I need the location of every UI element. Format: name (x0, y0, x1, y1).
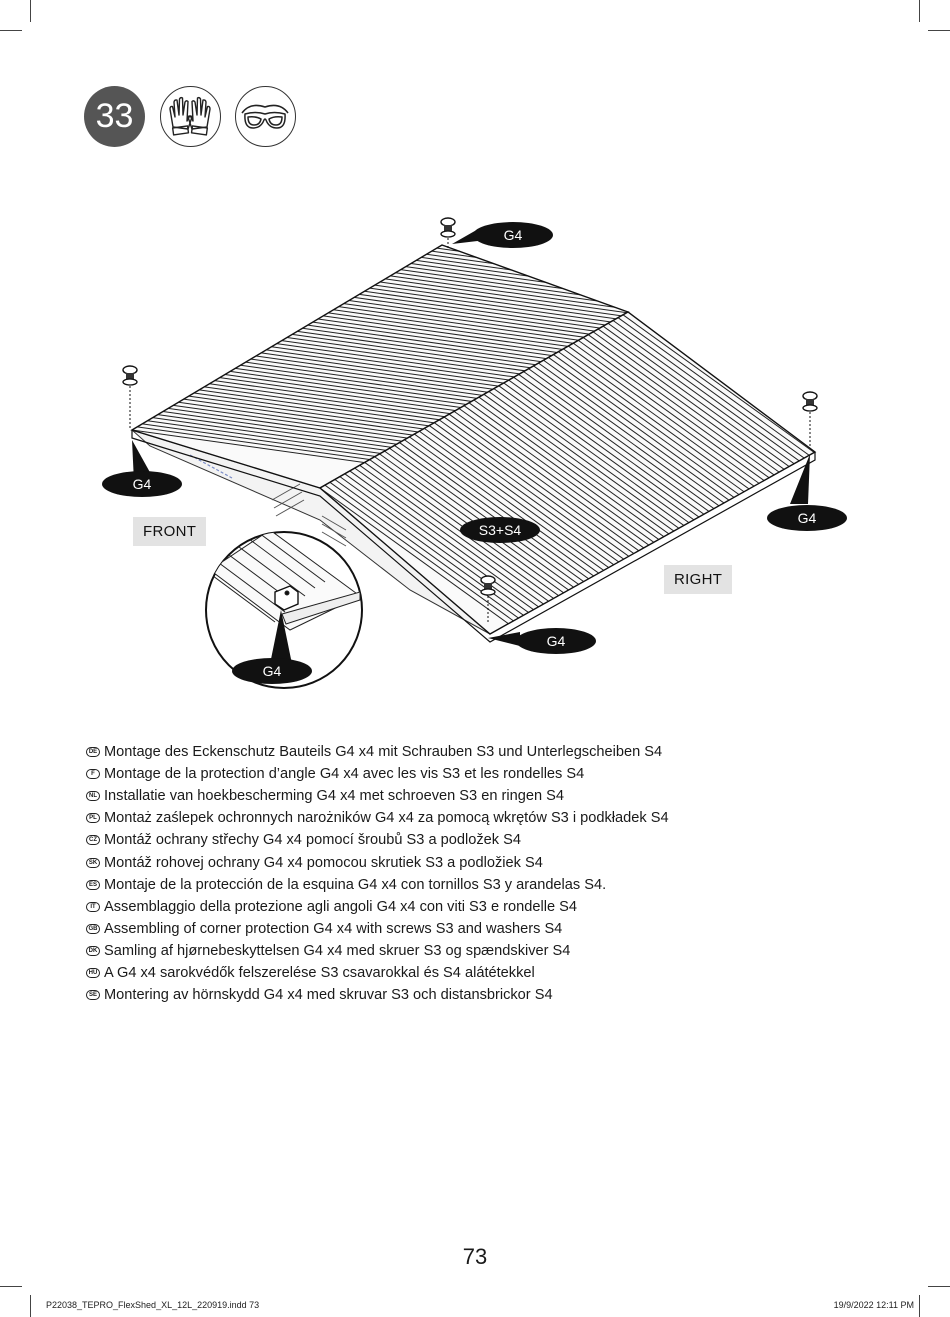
instruction-line: ES Montaje de la protección de la esquina… (86, 874, 886, 896)
roof-rib-line (395, 272, 628, 344)
roof-rib-line (416, 259, 628, 331)
instruction-text: Assemblaggio della protezione agli angol… (104, 898, 577, 915)
crop-mark (928, 1286, 950, 1287)
roof-rib-line (390, 275, 628, 347)
roof-rib-line (587, 334, 815, 634)
instruction-line: PL Montaż zaślepek ochronnych narożników … (86, 807, 886, 829)
language-code-icon: DE (86, 747, 100, 758)
language-code-icon: SE (86, 990, 100, 1001)
instruction-text: Montaż zaślepek ochronnych narożników G4… (104, 810, 669, 827)
language-code-icon: CZ (86, 835, 100, 846)
roof-rib-line (359, 464, 815, 634)
instruction-line: CZ Montáž ochrany střechy G4 x4 pomocí šr… (86, 829, 886, 851)
roof-rib-line (400, 269, 628, 341)
instruction-line: SK Montáž rohovej ochrany G4 x4 pomocou s… (86, 851, 886, 873)
roof-rib-line (602, 325, 815, 634)
roof-rib-line (582, 337, 815, 634)
callout-g4-left: G4 (102, 471, 182, 497)
roof-rib-line (578, 339, 815, 634)
instruction-line: HU A G4 x4 sarokvédők felszerelése S3 csa… (86, 962, 886, 984)
language-code-icon: HU (86, 967, 100, 978)
language-code-icon: IT (86, 901, 100, 912)
instruction-line: SE Montering av hörnskydd G4 x4 med skruv… (86, 984, 886, 1006)
instruction-line: DE Montage des Eckenschutz Bauteils G4 x4… (86, 741, 886, 763)
screw-icon (440, 217, 456, 248)
instruction-text: Installatie van hoekbescherming G4 x4 me… (104, 788, 564, 805)
instruction-text: Assembling of corner protection G4 x4 wi… (104, 920, 563, 937)
instruction-text: Montage des Eckenschutz Bauteils G4 x4 m… (104, 744, 663, 761)
instruction-text: Samling af hjørnebeskyttelsen G4 x4 med … (104, 942, 571, 959)
crop-mark (919, 1295, 920, 1317)
crop-mark (30, 0, 31, 22)
instruction-list: DE Montage des Eckenschutz Bauteils G4 x4… (86, 741, 886, 1006)
right-label: RIGHT (664, 565, 733, 594)
language-code-icon: PL (86, 813, 100, 824)
roof-rib-line (354, 467, 815, 634)
roof-rib-line (568, 345, 815, 634)
roof-rib-line (607, 322, 815, 634)
screw-icon (802, 391, 818, 446)
roof-rib-line (374, 456, 815, 634)
language-code-icon: F (86, 769, 100, 780)
callout-s3-s4: S3+S4 (460, 517, 540, 543)
instruction-line: F Montage de la protection d’angle G4 x4 … (86, 763, 886, 785)
crop-mark (0, 1286, 22, 1287)
crop-mark (919, 0, 920, 22)
roof-rib-line (339, 476, 815, 634)
roof-rib-line (334, 479, 815, 634)
roof-rib-line (324, 484, 815, 634)
roof-rib-line (364, 462, 815, 634)
roof-rib-line (369, 459, 815, 634)
instruction-line: IT Assemblaggio della protezione agli ang… (86, 896, 886, 918)
crop-mark (30, 1295, 31, 1317)
language-code-icon: ES (86, 879, 100, 890)
callout-g4-bottom: G4 (516, 628, 596, 654)
step-number-badge: 33 (84, 86, 145, 147)
callout-g4-right: G4 (767, 505, 847, 531)
roof-assembly-illustration (122, 217, 818, 689)
gloves-icon (160, 86, 221, 147)
roof-rib-line (617, 317, 815, 634)
roof-rib-line (612, 320, 815, 634)
instruction-text: Montage de la protection d’angle G4 x4 a… (104, 766, 585, 783)
roof-rib-line (405, 266, 628, 338)
language-code-icon: SK (86, 857, 100, 868)
instruction-text: Montáž ochrany střechy G4 x4 pomocí šrou… (104, 832, 521, 849)
instruction-line: DK Samling af hjørnebeskyttelsen G4 x4 me… (86, 940, 886, 962)
instruction-text: A G4 x4 sarokvédők felszerelése S3 csava… (104, 964, 535, 981)
footer-date: 19/9/2022 12:11 PM (833, 1300, 914, 1310)
instruction-text: Montáž rohovej ochrany G4 x4 pomocou skr… (104, 854, 543, 871)
roof-rib-line (597, 328, 815, 634)
roof-rib-line (329, 481, 815, 634)
page-number: 73 (462, 1244, 488, 1269)
language-code-icon: GB (86, 923, 100, 934)
screw-icon (122, 365, 138, 428)
callout-g4-detail: G4 (232, 658, 312, 684)
callout-g4-top: G4 (473, 222, 553, 248)
instruction-line: NL Installatie van hoekbescherming G4 x4 … (86, 785, 886, 807)
roof-rib-line (573, 342, 815, 634)
roof-rib-line (410, 263, 628, 334)
screw-icon (480, 575, 496, 622)
language-code-icon: NL (86, 791, 100, 802)
language-code-icon: DK (86, 945, 100, 956)
roof-rib-line (344, 473, 815, 634)
goggles-icon (235, 86, 296, 147)
roof-rib-line (592, 331, 815, 634)
instruction-line: GB Assembling of corner protection G4 x4 … (86, 918, 886, 940)
footer-file-name: P22038_TEPRO_FlexShed_XL_12L_220919.indd… (46, 1300, 260, 1310)
roof-rib-line (320, 487, 815, 634)
roof-rib-line (349, 470, 815, 634)
roof-rib-line (385, 278, 628, 350)
roof-rib-line (379, 281, 628, 353)
front-label: FRONT (133, 517, 207, 546)
crop-mark (0, 30, 22, 31)
crop-mark (928, 30, 950, 31)
roof-rib-line (622, 314, 815, 634)
instruction-text: Montaje de la protección de la esquina G… (104, 876, 607, 893)
instruction-text: Montering av hörnskydd G4 x4 med skruvar… (104, 987, 553, 1004)
roof-rib-line (421, 256, 628, 328)
